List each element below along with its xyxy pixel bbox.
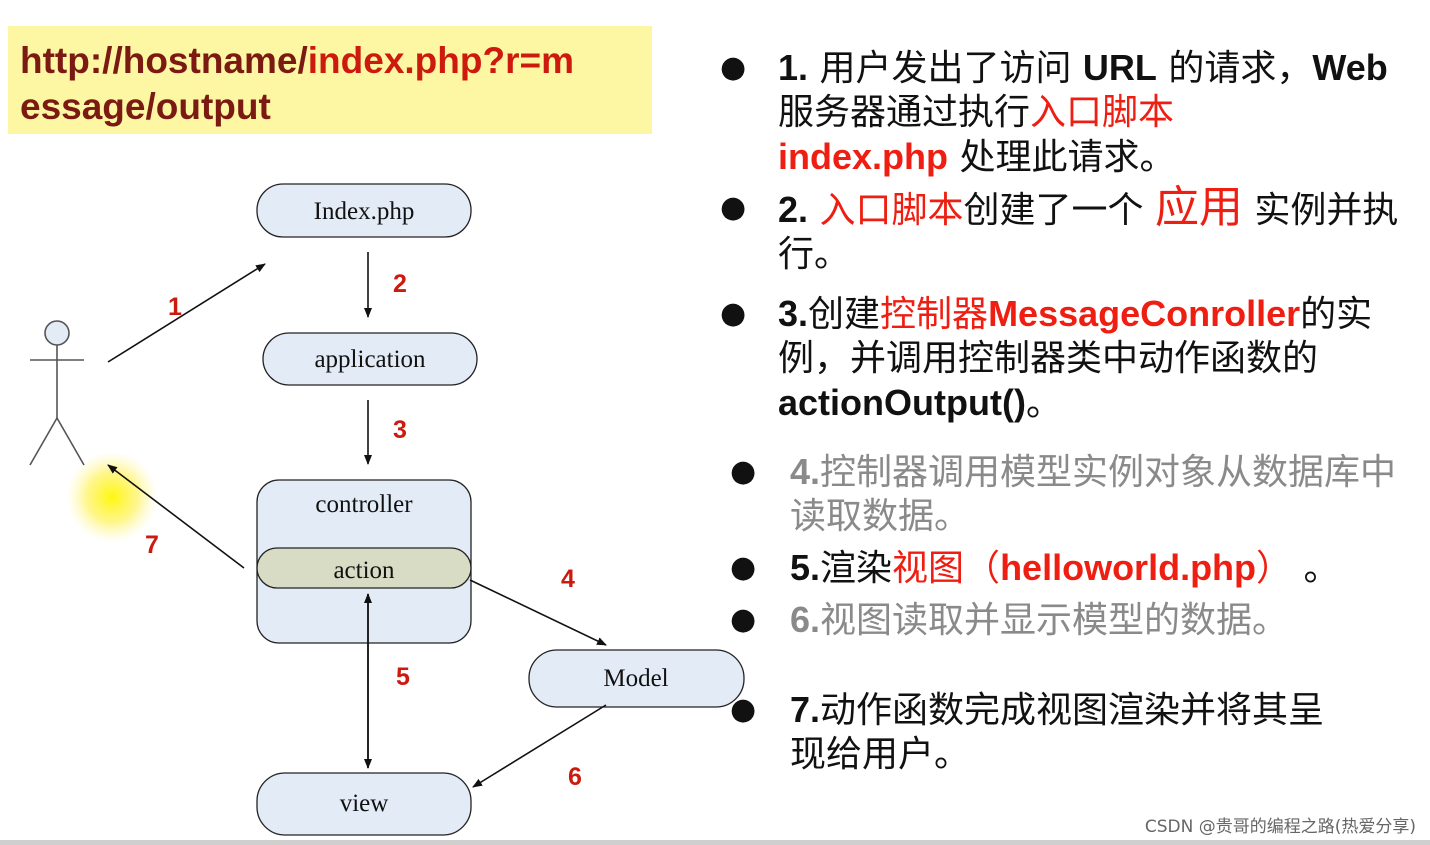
step-2-application: 应用 <box>1154 182 1243 233</box>
step-3-function: actionOutput() <box>778 382 1026 423</box>
step-1-entry-script: 入口脚本 <box>1030 92 1175 133</box>
node-view: view <box>256 772 472 836</box>
step-4-number: 4. <box>790 451 821 492</box>
bullet-icon: ● <box>730 454 757 489</box>
arrow-label-4: 4 <box>561 565 575 593</box>
step-7-number: 7. <box>790 689 821 730</box>
step-5-file: helloworld.php <box>1000 547 1257 588</box>
step-2-text-a: 创建了一个 <box>963 190 1155 231</box>
node-model: Model <box>528 649 745 708</box>
step-1-text-a: 用户发出了访问 <box>808 48 1083 89</box>
step-1-text-d: 处理此请求。 <box>948 137 1176 178</box>
step-1-url: URL <box>1082 47 1157 88</box>
step-6-text: 视图读取并显示模型的数据。 <box>820 600 1289 641</box>
arrow-label-1: 1 <box>168 293 182 321</box>
bullet-icon: ● <box>730 602 757 637</box>
bullet-icon: ● <box>720 190 747 225</box>
arrow-label-2: 2 <box>393 270 407 298</box>
step-3-class-name: MessageConroller <box>988 293 1301 334</box>
flow-diagram: Index.php application controller action … <box>29 183 745 836</box>
step-6-number: 6. <box>790 599 821 640</box>
step-1-text-b: 的请求， <box>1156 48 1313 89</box>
step-1-file: index.php <box>778 136 948 177</box>
arrow-1 <box>107 263 266 363</box>
node-controller-label: controller <box>315 491 413 518</box>
step-5-text-a: 渲染 <box>820 548 893 589</box>
bullet-icon: ● <box>730 550 757 585</box>
step-1-number: 1. <box>778 47 809 88</box>
node-index-label: Index.php <box>314 198 415 225</box>
bullet-icon: ● <box>720 50 747 85</box>
step-5-text-b: 。 <box>1292 548 1340 589</box>
step-1-web: Web <box>1312 47 1388 88</box>
node-application: application <box>262 332 478 386</box>
step-3-text-a: 创建 <box>808 294 881 335</box>
arrow-label-5: 5 <box>396 663 410 691</box>
arrow-4 <box>469 579 607 646</box>
url-banner: http://hostname/index.php?r=m essage/outp… <box>8 26 652 134</box>
step-5-close-paren: ） <box>1256 548 1293 589</box>
step-2-number: 2. <box>778 189 809 230</box>
step-5-view: 视图（ <box>892 548 1001 589</box>
watermark: CSDN @贵哥的编程之路(热爱分享) <box>1144 817 1416 837</box>
bottom-scrollbar <box>0 840 1430 845</box>
arrow-label-7: 7 <box>145 531 159 559</box>
step-3-text-c: 。 <box>1025 383 1062 424</box>
node-index-php: Index.php <box>256 183 472 238</box>
arrow-label-6: 6 <box>568 763 582 791</box>
step-1-text-c: 服务器通过执行 <box>778 92 1031 133</box>
arrow-label-3: 3 <box>393 416 407 444</box>
arrow-7 <box>107 464 245 569</box>
bullet-icon: ● <box>730 692 757 727</box>
step-2-entry-script: 入口脚本 <box>808 190 964 231</box>
step-5-number: 5. <box>790 547 821 588</box>
url-route-part1: index.php?r=m <box>307 40 574 81</box>
url-route-part2: essage/output <box>20 86 271 127</box>
step-3-text-b: 的实例，并调用控制器类中动作函数的 <box>778 294 1373 379</box>
step-3-controller: 控制器 <box>880 294 989 335</box>
node-action: action <box>256 547 472 589</box>
node-view-label: view <box>340 790 389 817</box>
step-2-text-b: 实例并执行。 <box>778 190 1399 275</box>
request-url: http://hostname/index.php?r=m essage/outp… <box>20 38 640 130</box>
step-3-number: 3. <box>778 293 809 334</box>
url-host: http://hostname/ <box>20 40 308 81</box>
user-actor-icon <box>29 320 85 466</box>
step-7-text: 动作函数完成视图渲染并将其呈现给用户。 <box>790 690 1325 775</box>
node-model-label: Model <box>603 665 668 692</box>
node-action-label: action <box>333 557 395 584</box>
arrow-6 <box>472 704 607 788</box>
step-4-text: 控制器调用模型实例对象从数据库中读取数据。 <box>790 452 1397 537</box>
cursor-highlight <box>66 451 158 543</box>
bullet-icon: ● <box>720 296 747 331</box>
node-application-label: application <box>314 346 426 373</box>
